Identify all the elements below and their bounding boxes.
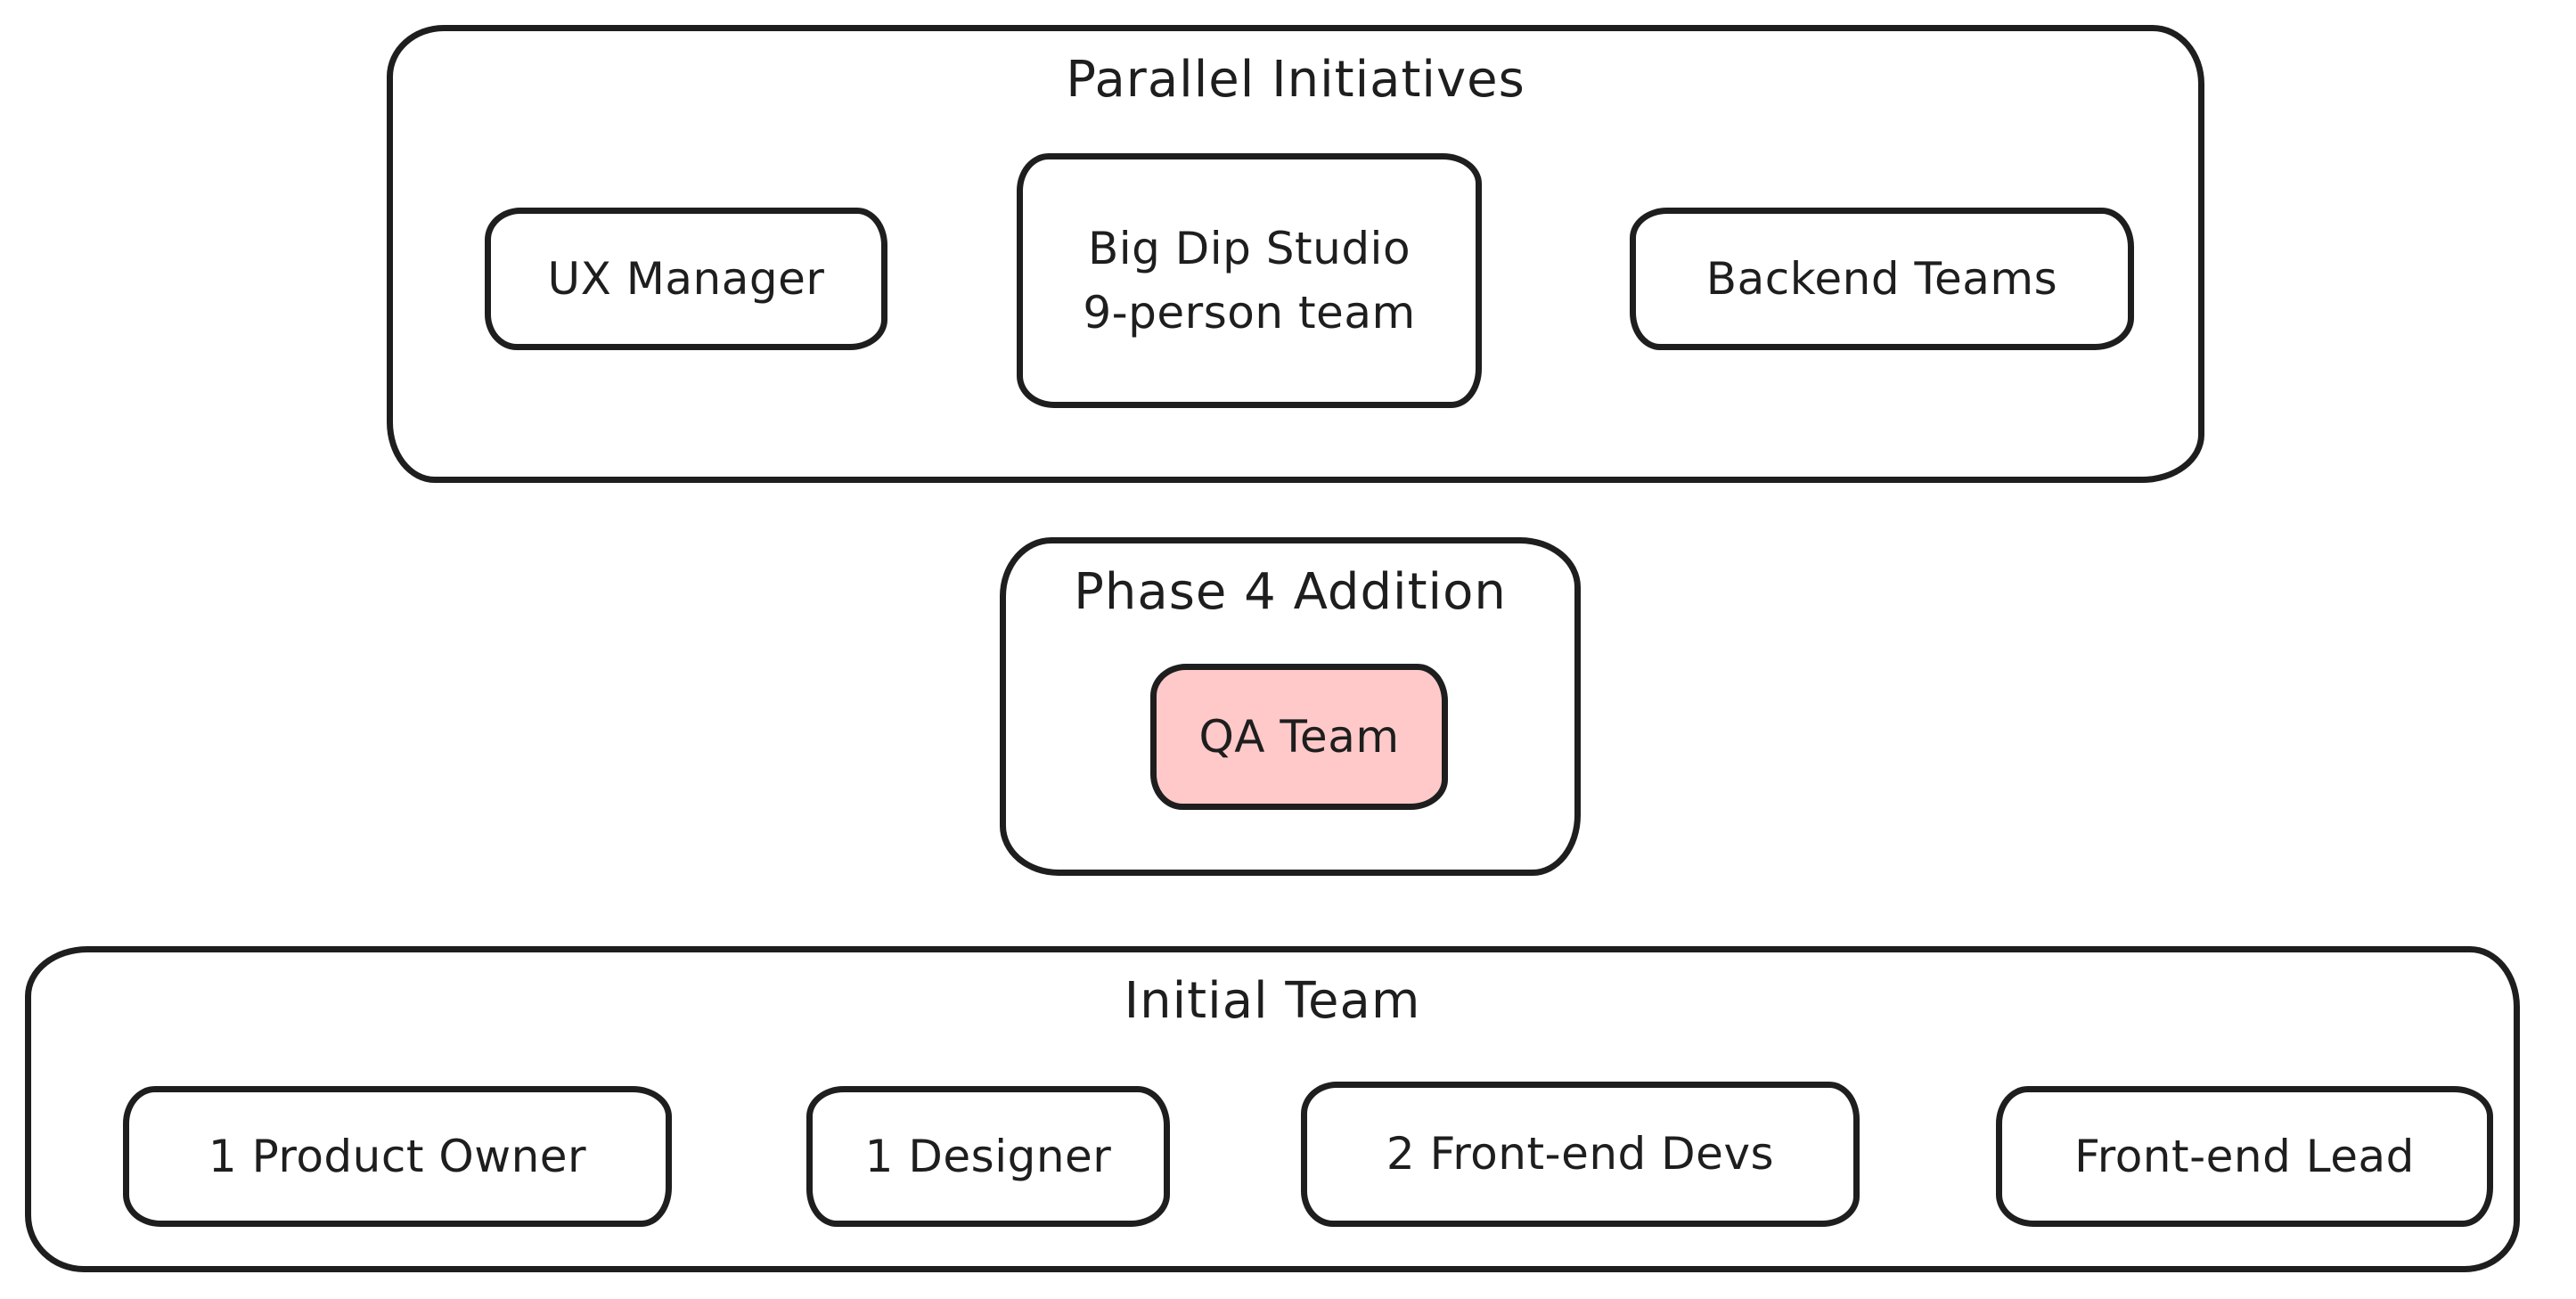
node-label: 1 Designer <box>864 1130 1112 1182</box>
node-label: 2 Front-end Devs <box>1386 1128 1775 1181</box>
node-label: QA Team <box>1198 710 1400 763</box>
node-big-dip-studio: Big Dip Studio 9-person team <box>1017 153 1482 408</box>
group-parallel-initiatives: Parallel Initiatives UX Manager Big Dip … <box>387 25 2204 483</box>
node-label: 1 Product Owner <box>208 1130 587 1182</box>
group-title-initial-team: Initial Team <box>1124 972 1421 1030</box>
node-designer: 1 Designer <box>806 1086 1170 1227</box>
node-backend-teams: Backend Teams <box>1630 208 2134 350</box>
group-phase-4-addition: Phase 4 Addition QA Team <box>1000 537 1581 876</box>
node-label: Backend Teams <box>1705 252 2058 305</box>
node-product-owner: 1 Product Owner <box>123 1086 672 1227</box>
group-title-parallel-initiatives: Parallel Initiatives <box>1066 51 1525 109</box>
node-label: UX Manager <box>547 252 825 305</box>
node-ux-manager: UX Manager <box>485 208 887 350</box>
group-initial-team: Initial Team 1 Product Owner 1 Designer … <box>25 946 2520 1272</box>
node-frontend-devs: 2 Front-end Devs <box>1301 1082 1860 1227</box>
node-frontend-lead: Front-end Lead <box>1996 1086 2493 1227</box>
node-label: Front-end Lead <box>2074 1130 2415 1182</box>
node-label: Big Dip Studio 9-person team <box>1083 222 1416 339</box>
group-title-phase-4-addition: Phase 4 Addition <box>1074 563 1507 621</box>
node-qa-team: QA Team <box>1150 664 1448 810</box>
